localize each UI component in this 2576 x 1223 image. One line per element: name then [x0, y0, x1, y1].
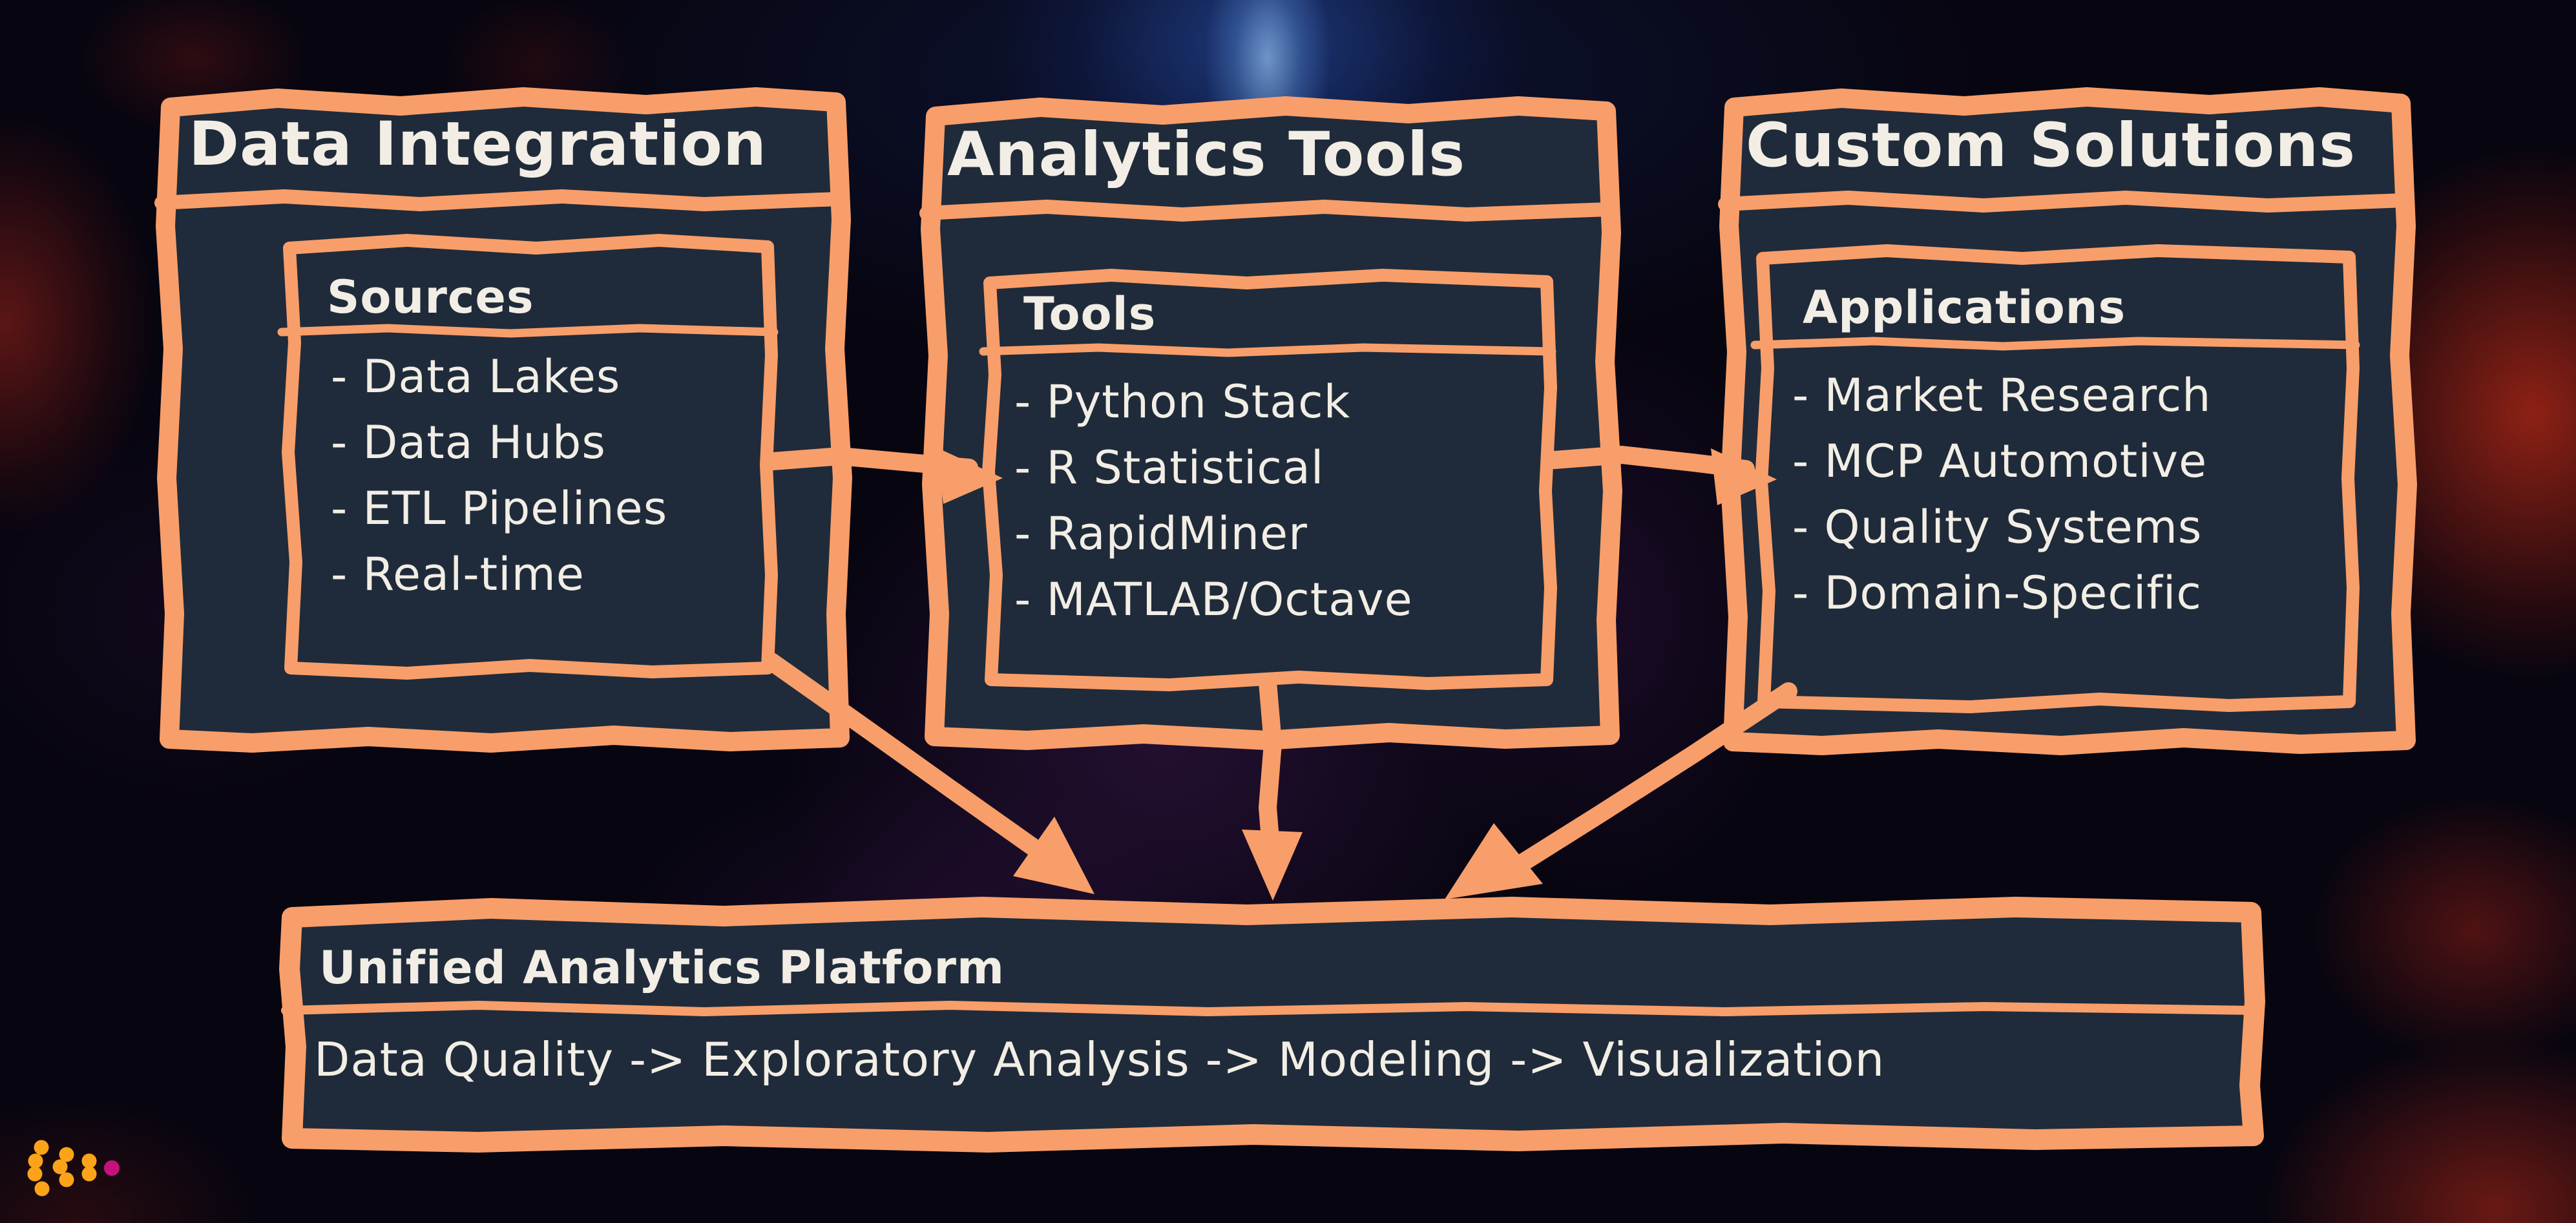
- panel-title-applications: Applications: [1803, 281, 2126, 334]
- list-item: - MCP Automotive: [1792, 435, 2208, 488]
- platform-border: [279, 897, 2265, 1153]
- arrow-data-integration-to-platform-head: [1013, 817, 1094, 894]
- tools-panel-divider: [979, 343, 1556, 357]
- list-item: - Python Stack: [1014, 375, 1351, 428]
- custom-solutions-title-divider: [1718, 191, 2412, 213]
- arrow-custom-solutions-to-platform: [1496, 682, 1797, 883]
- applications-panel-border: [1755, 244, 2360, 713]
- sources-list: - Data Lakes - Data Hubs - ETL Pipelines…: [331, 344, 667, 607]
- platform-title: Unified Analytics Platform: [319, 941, 1005, 994]
- list-item: - Data Hubs: [331, 416, 606, 469]
- list-item: - Real-time: [331, 548, 585, 601]
- panel-title-sources: Sources: [327, 271, 534, 324]
- list-item: - Market Research: [1792, 369, 2212, 422]
- arrow-data-integration-to-analytics-tools-head: [936, 447, 1003, 504]
- list-item: - MATLAB/Octave: [1014, 573, 1413, 626]
- data-integration-title-divider: [154, 189, 846, 211]
- list-item: - R Statistical: [1014, 441, 1325, 494]
- list-item: - ETL Pipelines: [331, 482, 668, 535]
- analytics-tools-title-divider: [919, 200, 1616, 222]
- arrow-analytics-tools-to-platform: [1259, 673, 1282, 864]
- applications-panel-divider: [1750, 337, 2360, 351]
- panel-title-tools: Tools: [1023, 287, 1157, 340]
- group-title-analytics-tools: Analytics Tools: [947, 120, 1466, 190]
- sources-panel-divider: [277, 324, 779, 338]
- list-item: - Domain-Specific: [1792, 567, 2202, 620]
- applications-list: - Market Research - MCP Automotive - Qua…: [1792, 362, 2211, 626]
- platform-divider: [281, 1001, 2262, 1016]
- dot-cluster-logo-icon: [27, 1140, 120, 1197]
- group-title-data-integration: Data Integration: [189, 109, 767, 180]
- arrow-custom-solutions-to-platform-head: [1445, 823, 1543, 899]
- tools-panel-border: [982, 269, 1557, 691]
- list-item: - Data Lakes: [331, 350, 621, 403]
- tools-list: - Python Stack - R Statistical - RapidMi…: [1014, 369, 1413, 632]
- group-title-custom-solutions: Custom Solutions: [1746, 110, 2356, 181]
- arrow-data-integration-to-platform: [762, 653, 1043, 857]
- arrow-analytics-tools-to-custom-solutions-head: [1711, 448, 1777, 505]
- list-item: - Quality Systems: [1792, 501, 2203, 554]
- arrow-analytics-tools-to-platform-head: [1242, 830, 1303, 901]
- platform-pipeline-text: Data Quality -> Exploratory Analysis -> …: [314, 1032, 1885, 1087]
- list-item: - RapidMiner: [1014, 507, 1308, 560]
